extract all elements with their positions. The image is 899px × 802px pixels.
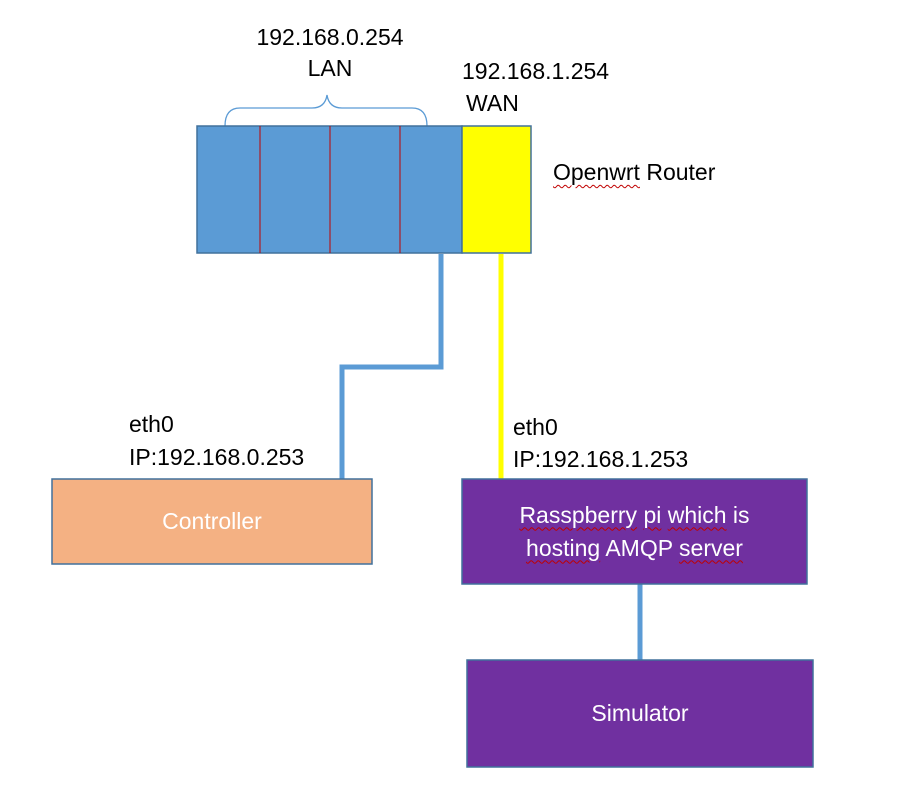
- raspberry-word: AMQP: [605, 534, 673, 561]
- raspberry-pi-line-1: Rasspberry pi which is: [519, 499, 749, 532]
- raspberry-word: Rasspberry: [519, 501, 638, 528]
- raspberry-pi-label: Rasspberry pi which is hosting AMQP serv…: [462, 479, 807, 584]
- router-name-label: Openwrt Router: [553, 156, 715, 188]
- raspberry-word: hosting: [526, 534, 601, 561]
- raspberry-word: server: [679, 534, 743, 561]
- simulator-label: Simulator: [591, 700, 689, 726]
- controller-ip-label: IP:192.168.0.253: [129, 444, 305, 470]
- raspberry-word: which: [667, 501, 727, 528]
- controller-iface-label: eth0: [129, 411, 174, 437]
- lan-label: LAN: [307, 55, 353, 81]
- raspberry-word: pi: [643, 501, 662, 528]
- raspberry-word: is: [726, 501, 750, 528]
- raspberry-iface-label: eth0: [513, 414, 558, 440]
- lan-cable: [339, 254, 444, 479]
- wan-label: WAN: [466, 90, 519, 116]
- router-name-word: Openwrt: [553, 159, 640, 185]
- lan-ip-label: 192.168.0.254: [256, 24, 404, 50]
- lan-brace: [224, 94, 428, 127]
- controller-box: [51, 478, 373, 565]
- controller-label: Controller: [162, 508, 262, 534]
- raspberry-pi-box: [461, 478, 808, 585]
- router-wan-port: [461, 125, 532, 254]
- raspberry-pi-line-2: hosting AMQP server: [526, 532, 743, 565]
- raspberry-ip-label: IP:192.168.1.253: [513, 446, 689, 472]
- simulator-box: [466, 659, 814, 768]
- wan-ip-label: 192.168.1.254: [462, 58, 610, 84]
- router-name-word: Router: [639, 159, 716, 185]
